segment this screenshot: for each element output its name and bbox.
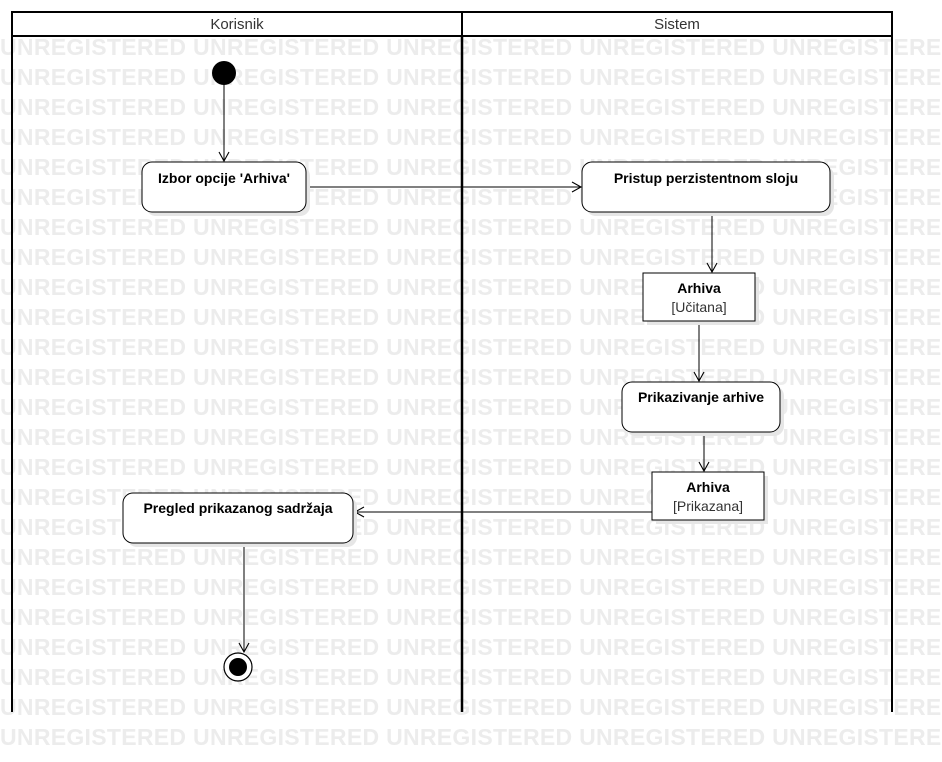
- node-box: [621, 381, 781, 433]
- action-pristup-perzistentnom-sloju[interactable]: Pristup perzistentnom sloju: [581, 161, 834, 216]
- object-name: Arhiva: [686, 479, 730, 495]
- swimlane-korisnik: Korisnik: [11, 11, 463, 712]
- object-state: [Učitana]: [671, 299, 726, 315]
- node-box: [122, 492, 354, 544]
- action-label: Pristup perzistentnom sloju: [614, 170, 798, 186]
- action-izbor-opcije-arhiva[interactable]: Izbor opcije 'Arhiva': [141, 161, 310, 216]
- action-prikazivanje-arhive[interactable]: Prikazivanje arhive: [621, 381, 784, 436]
- swimlane-sistem: Sistem: [460, 11, 893, 712]
- action-label: Prikazivanje arhive: [638, 389, 764, 405]
- object-name: Arhiva: [677, 280, 721, 296]
- final-node[interactable]: [223, 652, 253, 682]
- action-label: Izbor opcije 'Arhiva': [158, 170, 290, 186]
- node-box: [642, 272, 756, 322]
- action-label: Pregled prikazanog sadržaja: [143, 500, 332, 516]
- initial-node[interactable]: [212, 61, 236, 85]
- lane-header-korisnik: [11, 11, 463, 37]
- lane-header-sistem: [461, 11, 893, 37]
- control-flows: [218, 74, 718, 654]
- node-box: [651, 471, 765, 521]
- node-box: [141, 161, 307, 213]
- node-box: [581, 161, 831, 213]
- object-arhiva-ucitana[interactable]: Arhiva [Učitana]: [642, 272, 759, 325]
- object-state: [Prikazana]: [673, 498, 743, 514]
- lane-title-korisnik: Korisnik: [210, 16, 264, 33]
- lane-title-sistem: Sistem: [654, 16, 700, 33]
- final-node-dot: [229, 658, 247, 676]
- action-pregled-prikazanog-sadrzaja[interactable]: Pregled prikazanog sadržaja: [122, 492, 357, 547]
- object-arhiva-prikazana[interactable]: Arhiva [Prikazana]: [651, 471, 768, 524]
